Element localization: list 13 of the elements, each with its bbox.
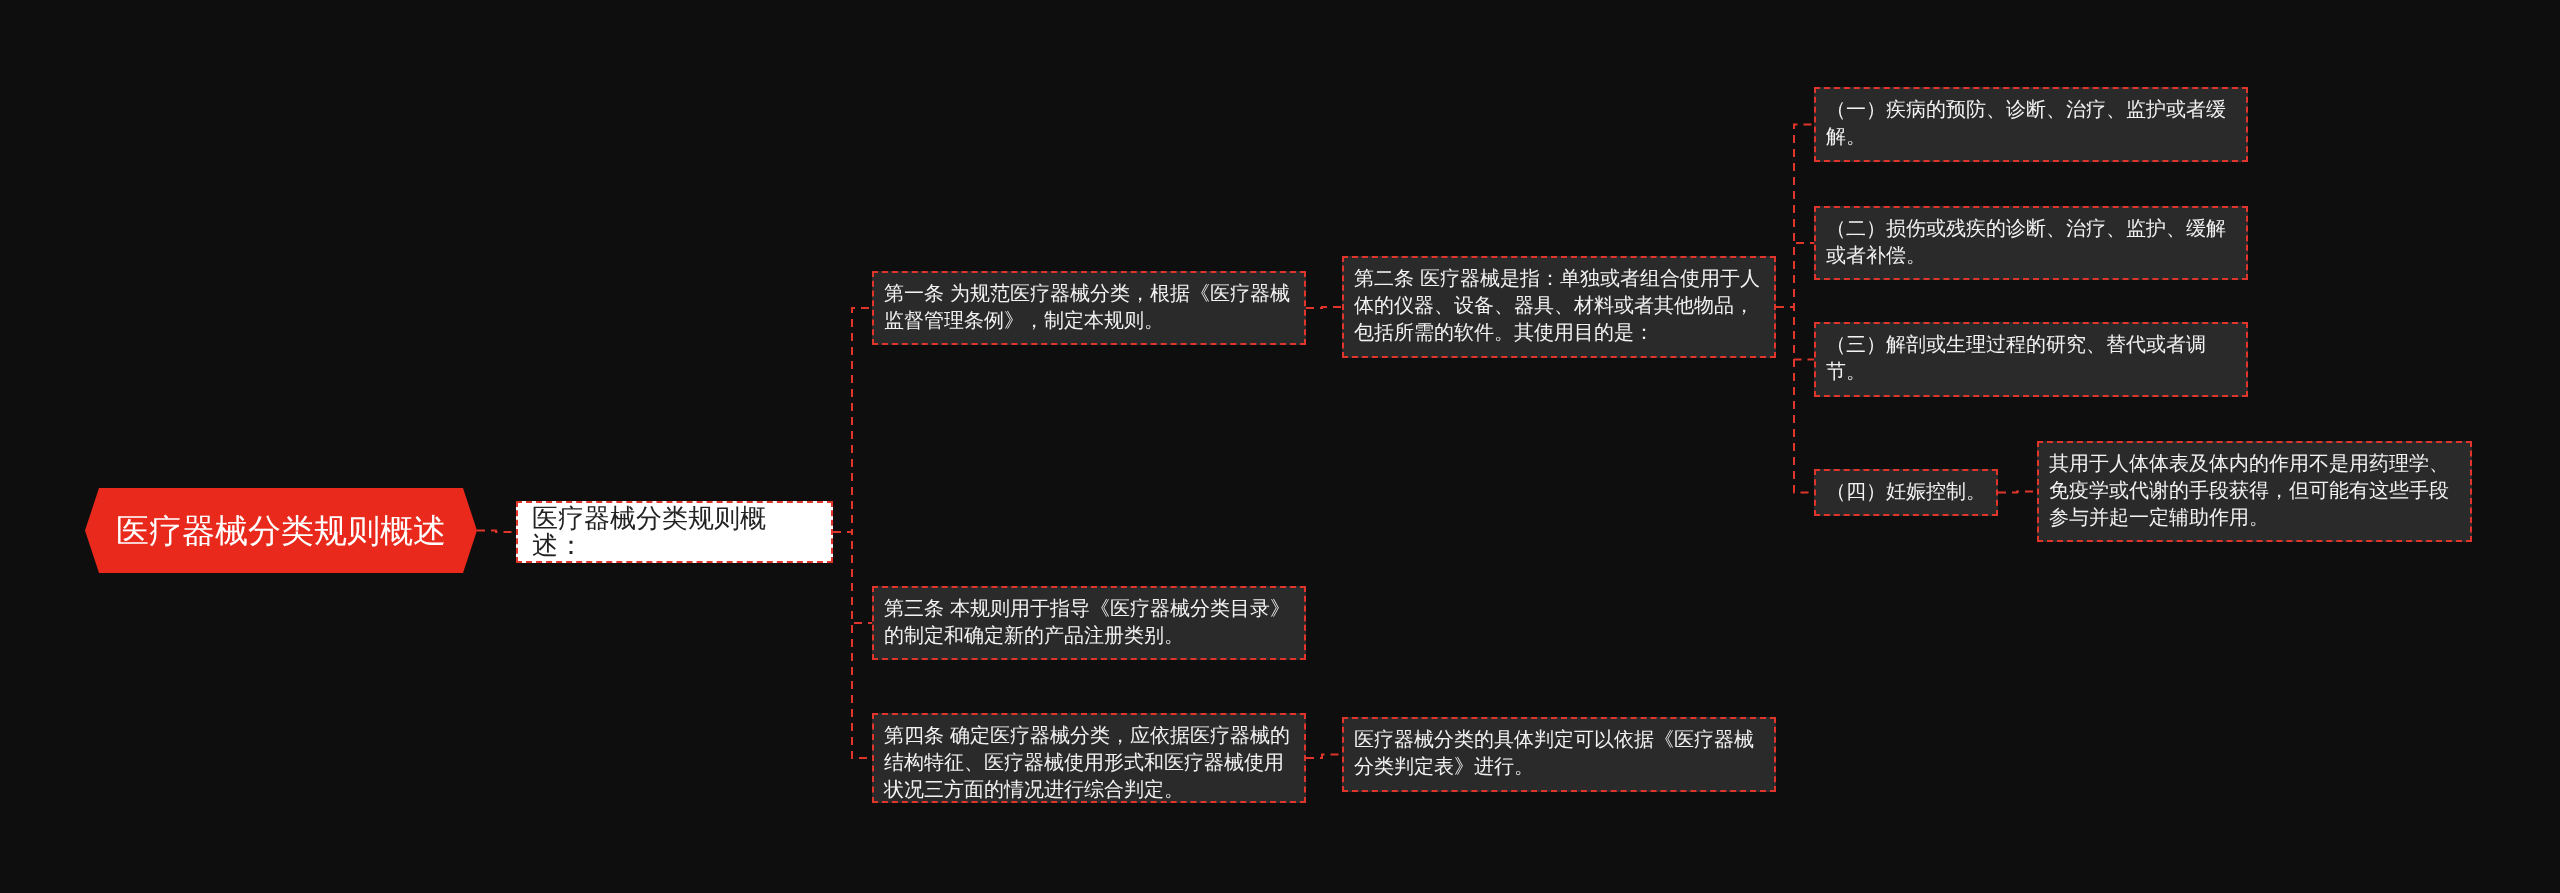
text-box: 第三条 本规则用于指导《医疗器械分类目录》的制定和确定新的产品注册类别。 (872, 586, 1306, 660)
connector-line (1305, 306, 1343, 309)
text-box: （一）疾病的预防、诊断、治疗、监护或者缓解。 (1814, 87, 2248, 162)
topic-box: 医疗器械分类规则概述： (516, 501, 833, 563)
text-box: （二）损伤或残疾的诊断、治疗、监护、缓解或者补偿。 (1814, 206, 2248, 280)
text-box: （三）解剖或生理过程的研究、替代或者调节。 (1814, 322, 2248, 397)
text-box: 第二条 医疗器械是指：单独或者组合使用于人体的仪器、设备、器具、材料或者其他物品，包括所需的软件。其使用目的是： (1342, 256, 1776, 358)
text-box: 第四条 确定医疗器械分类，应依据医疗器械的结构特征、医疗器械使用形式和医疗器械使用状况三方面的情况进行综合判定。 (872, 713, 1306, 803)
text-box: 其用于人体体表及体内的作用不是用药理学、免疫学或代谢的手段获得，但可能有这些手段参与并起一定辅助作用。 (2037, 441, 2472, 542)
text-box: 医疗器械分类的具体判定可以依据《医疗器械分类判定表》进行。 (1342, 717, 1776, 792)
root-hexagon: 医疗器械分类规则概述 (85, 488, 477, 573)
text-box: （四）妊娠控制。 (1814, 469, 1998, 516)
text-box: 第一条 为规范医疗器械分类，根据《医疗器械监督管理条例》，制定本规则。 (872, 271, 1306, 345)
